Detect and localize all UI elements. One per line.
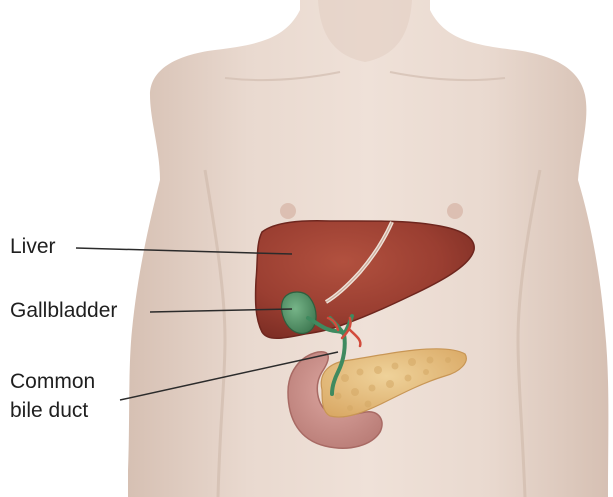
right-nipple	[447, 203, 463, 219]
label-liver: Liver	[10, 234, 56, 260]
label-common-bile-duct-line2: bile duct	[10, 398, 88, 424]
left-nipple	[280, 203, 296, 219]
label-common-bile-duct-line1: Common	[10, 369, 95, 395]
label-gallbladder: Gallbladder	[10, 298, 117, 324]
